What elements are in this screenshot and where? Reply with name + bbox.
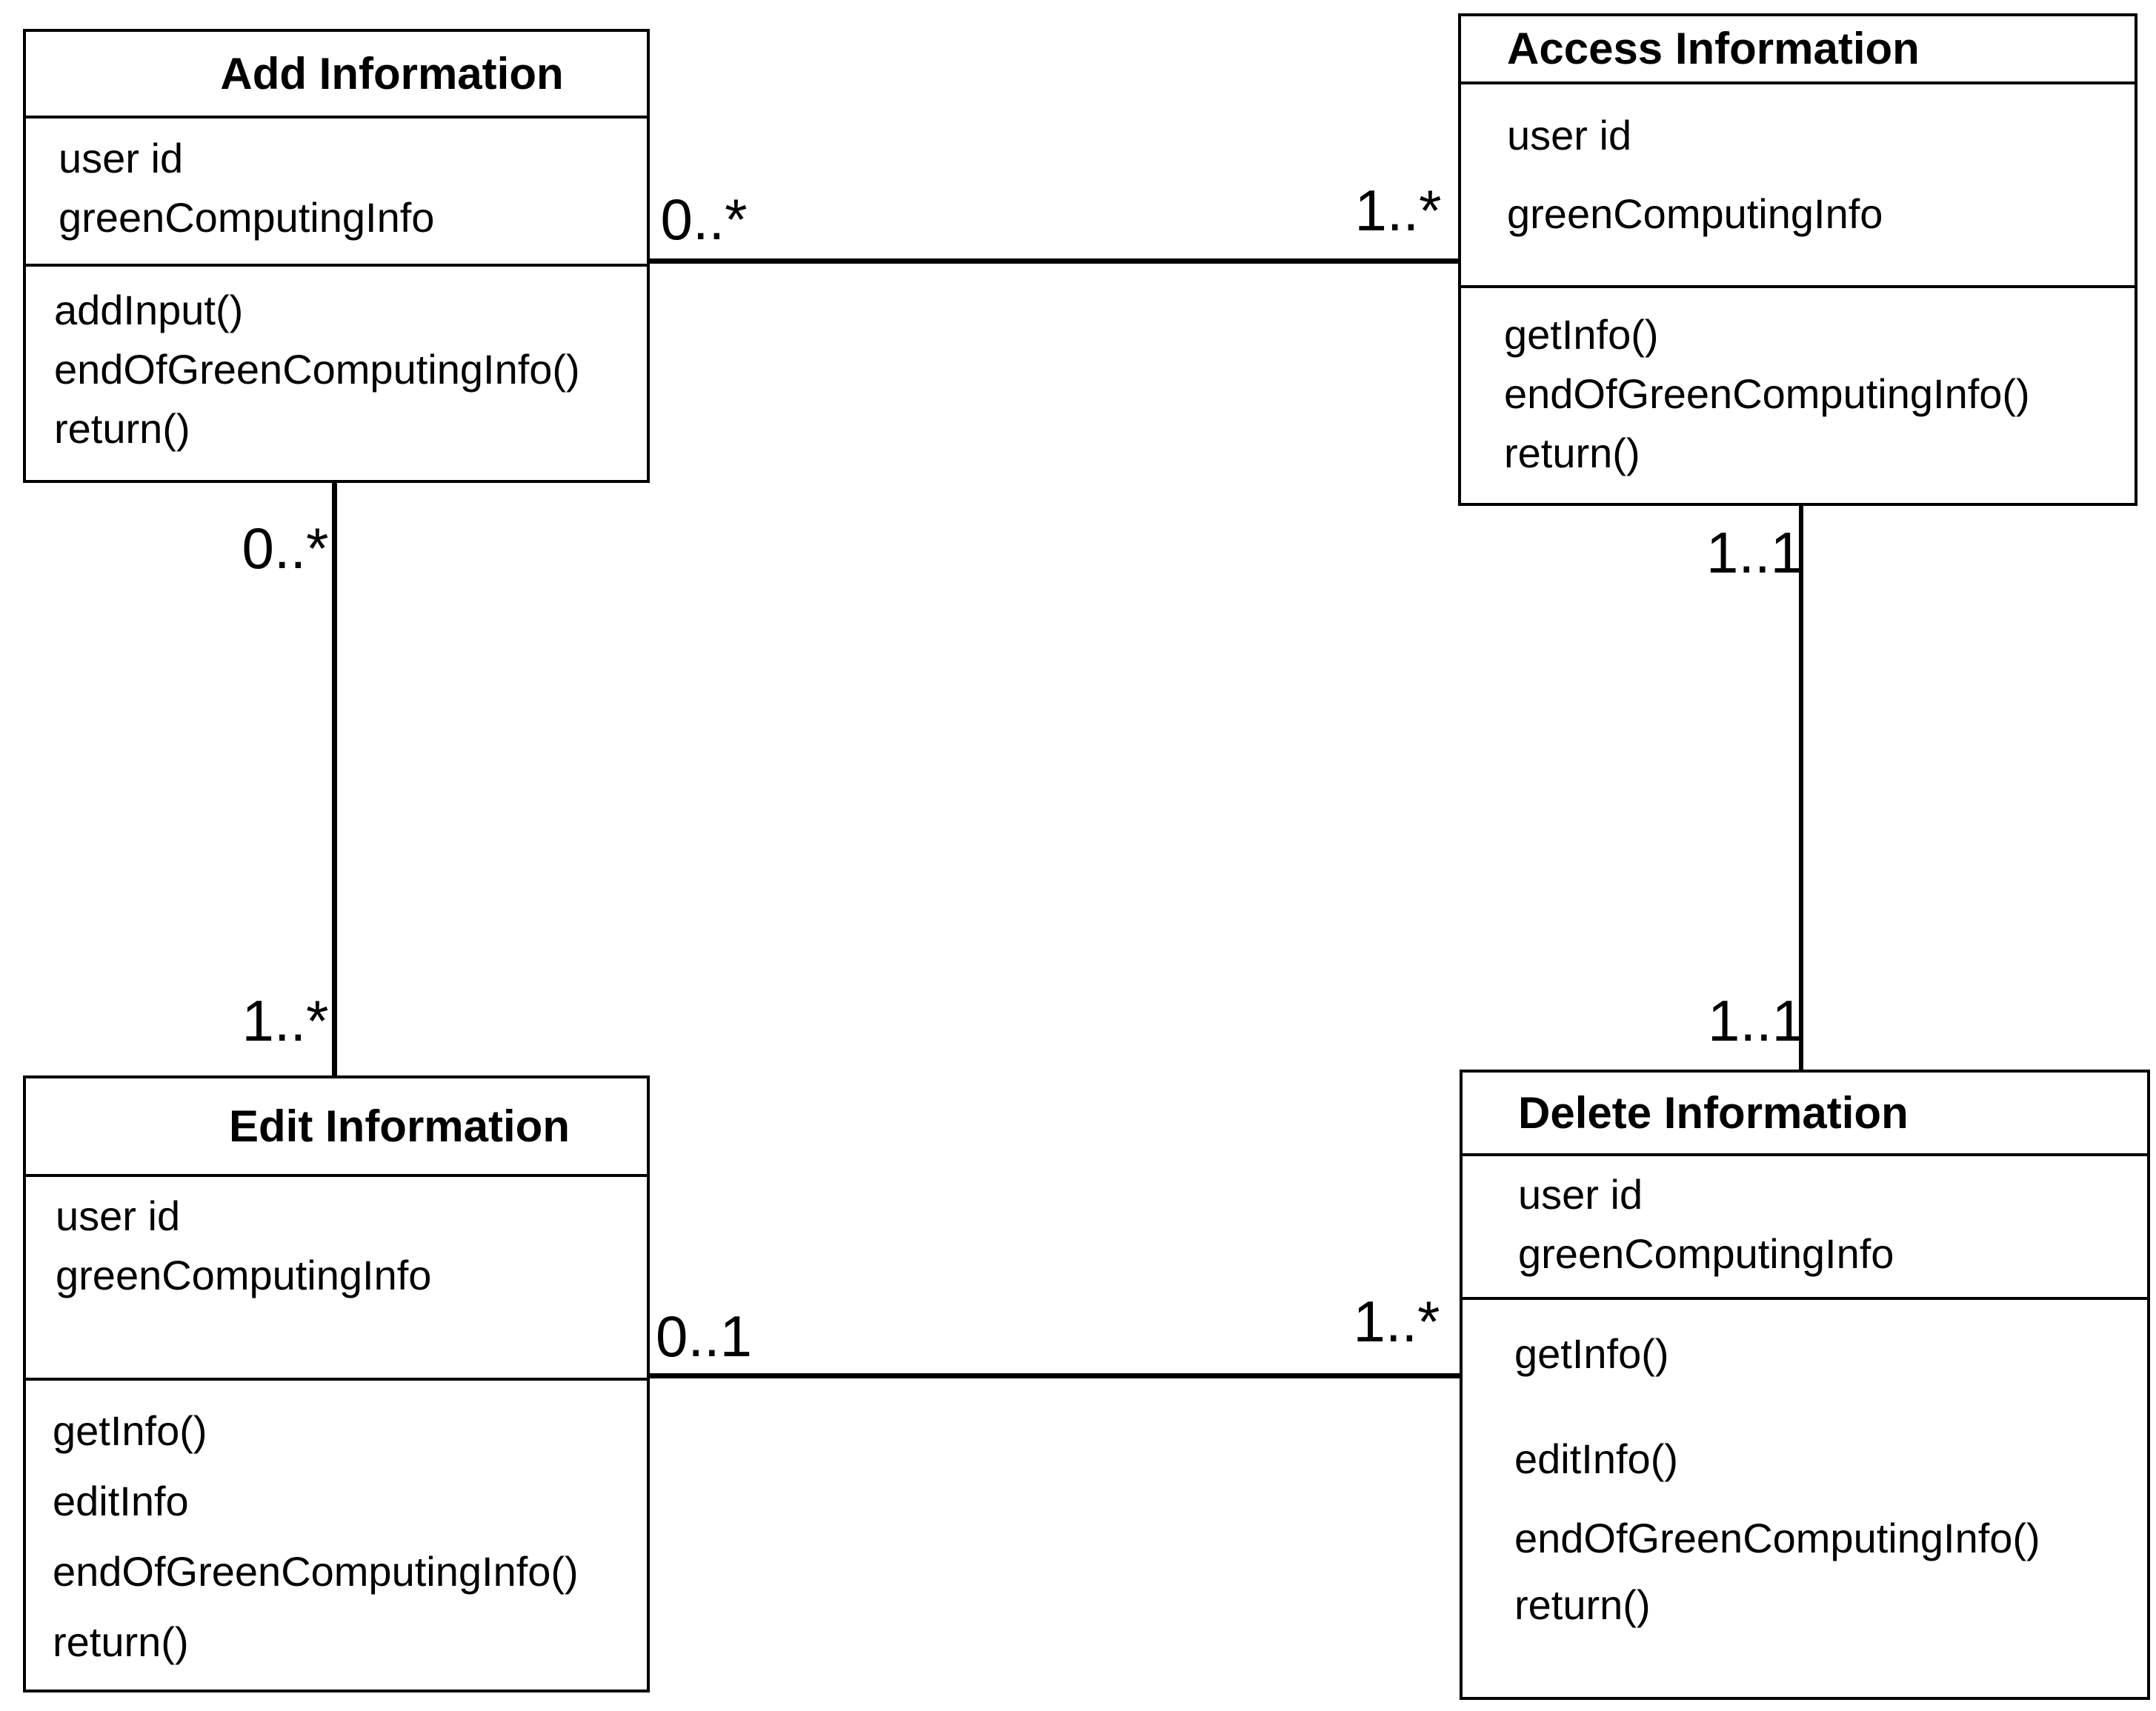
class-box-delete-information: Delete Information user id greenComputin… (1460, 1070, 2150, 1700)
association-line-add-edit (332, 483, 337, 1075)
class-box-add-information: Add Information user id greenComputingIn… (23, 29, 650, 483)
attribute-green-computing-info: greenComputingInfo (1507, 190, 1883, 237)
method-return: return() (1504, 430, 1640, 476)
attribute-green-computing-info: greenComputingInfo (56, 1252, 432, 1298)
multiplicity-label-add-access-target: 1..* (1354, 178, 1442, 243)
methods-compartment: addInput() endOfGreenComputingInfo() ret… (26, 264, 647, 480)
method-get-info: getInfo() (53, 1407, 207, 1454)
attribute-user-id: user id (59, 135, 184, 181)
method-get-info: getInfo() (1514, 1330, 1669, 1377)
association-line-access-delete (1799, 506, 1803, 1070)
class-title: Edit Information (229, 1101, 570, 1151)
multiplicity-label-access-delete-source: 1..1 (1706, 520, 1803, 585)
class-title: Access Information (1507, 24, 1920, 73)
attribute-user-id: user id (1518, 1171, 1643, 1218)
method-end-of-green-computing-info: endOfGreenComputingInfo() (53, 1548, 579, 1595)
attributes-compartment: user id greenComputingInfo (26, 1174, 647, 1378)
multiplicity-label-add-edit-source: 0..* (242, 516, 329, 581)
multiplicity-label-edit-delete-target: 1..* (1353, 1289, 1440, 1354)
method-add-input: addInput() (54, 287, 244, 333)
methods-compartment: getInfo() editInfo endOfGreenComputingIn… (26, 1378, 647, 1690)
class-title: Delete Information (1518, 1088, 1909, 1138)
attribute-green-computing-info: greenComputingInfo (59, 194, 435, 241)
class-box-access-information: Access Information user id greenComputin… (1458, 13, 2137, 506)
method-return: return() (54, 405, 190, 452)
method-end-of-green-computing-info: endOfGreenComputingInfo() (1514, 1515, 2040, 1561)
association-line-edit-delete (650, 1373, 1460, 1378)
multiplicity-label-access-delete-target: 1..1 (1707, 988, 1805, 1053)
methods-compartment: getInfo() endOfGreenComputingInfo() retu… (1461, 285, 2135, 503)
method-end-of-green-computing-info: endOfGreenComputingInfo() (1504, 370, 2030, 417)
method-edit-info: editInfo() (1514, 1435, 1678, 1482)
attributes-compartment: user id greenComputingInfo (26, 116, 647, 264)
method-end-of-green-computing-info: endOfGreenComputingInfo() (54, 346, 580, 393)
class-title: Add Information (220, 49, 564, 99)
attributes-compartment: user id greenComputingInfo (1463, 1153, 2147, 1297)
method-return: return() (1514, 1581, 1651, 1628)
attribute-green-computing-info: greenComputingInfo (1518, 1230, 1894, 1277)
attributes-compartment: user id greenComputingInfo (1461, 81, 2135, 285)
method-return: return() (53, 1618, 189, 1665)
association-line-add-access (650, 259, 1458, 264)
attribute-user-id: user id (56, 1193, 181, 1239)
multiplicity-label-edit-delete-source: 0..1 (655, 1304, 753, 1369)
class-box-edit-information: Edit Information user id greenComputingI… (23, 1075, 650, 1692)
attribute-user-id: user id (1507, 112, 1632, 159)
multiplicity-label-add-edit-target: 1..* (242, 988, 329, 1053)
methods-compartment: getInfo() editInfo() endOfGreenComputing… (1463, 1297, 2147, 1697)
multiplicity-label-add-access-source: 0..* (660, 187, 748, 252)
method-edit-info: editInfo (53, 1478, 189, 1524)
method-get-info: getInfo() (1504, 311, 1659, 358)
